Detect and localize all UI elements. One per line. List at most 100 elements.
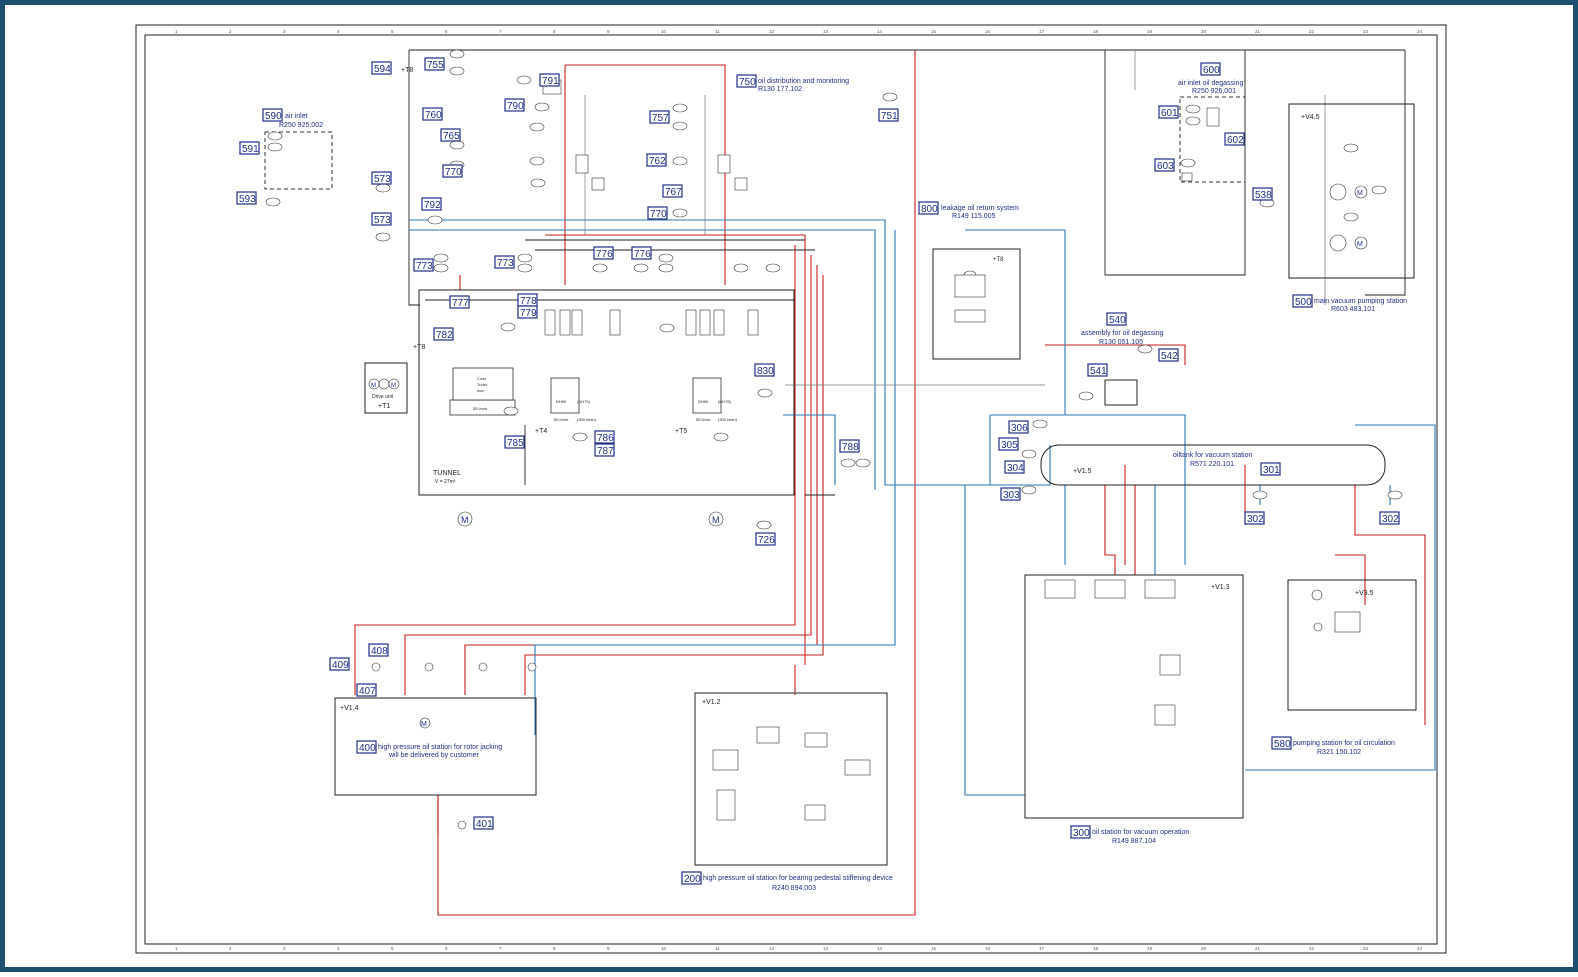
tag-frame (356, 683, 377, 697)
zone-v45: +V4.5 (1301, 114, 1320, 121)
tag-number: 540 (1109, 315, 1126, 326)
tag-776a: 776 (593, 246, 614, 260)
tag-792: 792 (421, 197, 442, 211)
tag-303: 303 (1000, 487, 1021, 501)
tag-frame (594, 443, 615, 457)
motor-m-v14: M (421, 721, 427, 728)
leakage-box (932, 248, 1021, 360)
tag-number: 760 (425, 110, 442, 121)
tag-200: 200 (681, 871, 702, 885)
tag-frame (422, 107, 443, 121)
ref-590: R250 925.002 (279, 122, 323, 129)
tag-590: 590 (262, 108, 283, 122)
tag-408: 408 (368, 643, 389, 657)
dh-t4: DH50 (556, 399, 567, 404)
grid-num: 18 (1093, 946, 1099, 951)
tag-frame (662, 184, 683, 198)
grid-num: 8 (553, 946, 556, 951)
tag-800: 800 (918, 201, 939, 215)
grid-num: 1 (175, 29, 178, 34)
tag-frame (1260, 462, 1281, 476)
turbo-flow: 55 l/min. (473, 406, 488, 411)
motor-m-v45b: M (1357, 241, 1363, 248)
tag-number: 541 (1090, 366, 1107, 377)
tag-538: 538 (1252, 187, 1273, 201)
tag-770b: 770 (647, 206, 668, 220)
zone-v35: +V3.5 (1355, 590, 1374, 597)
oiltank (1040, 444, 1386, 486)
misc-texts: Drive unit TUNNEL V = 27m³ Coax Turbo is… (372, 376, 738, 485)
tag-frame (442, 164, 463, 178)
bearing-t5 (692, 377, 722, 414)
descriptions: oil distribution and monitoring R130 177… (279, 78, 1407, 892)
label-500: main vacuum pumping station (1314, 298, 1407, 305)
label-580: pumping station for oil circulation (1293, 740, 1395, 747)
flow-t4: 50 l/min. (554, 417, 569, 422)
tag-541: 541 (1087, 363, 1108, 377)
tag-number: 407 (359, 686, 376, 697)
tag-frame (433, 327, 454, 341)
turbo-label: Turbo (477, 382, 488, 387)
tag-frame (754, 363, 775, 377)
tags: 594 755 791 790 760 765 770 757 762 767 … (236, 57, 1400, 885)
tag-frame (1154, 158, 1175, 172)
tag-number: 302 (1247, 514, 1264, 525)
grid-num: 17 (1039, 946, 1045, 951)
tag-number: 770 (445, 167, 462, 178)
grid-num: 14 (877, 29, 883, 34)
grid-num: 8 (553, 29, 556, 34)
tag-779: 779 (517, 305, 538, 319)
ref-750: R130 177.102 (758, 86, 802, 93)
grid-num: 7 (499, 946, 502, 951)
tag-frame (647, 206, 668, 220)
tag-number: 778 (520, 296, 537, 307)
tag-number: 830 (757, 366, 774, 377)
tag-frame (594, 430, 615, 444)
dh-t4-alt: (DH75) (577, 399, 591, 404)
grid-num: 2 (229, 946, 232, 951)
tag-751: 751 (878, 108, 899, 122)
tag-frame (593, 246, 614, 260)
tag-593: 593 (236, 191, 257, 205)
tag-601: 601 (1158, 105, 1179, 119)
grid-num: 11 (715, 29, 720, 34)
tag-frame (736, 74, 757, 88)
zone-t8-upper: +T8 (401, 67, 413, 74)
grid-num: 13 (823, 29, 829, 34)
tag-frame (1292, 294, 1313, 308)
tag-frame (239, 141, 260, 155)
tag-762: 762 (646, 153, 667, 167)
tag-frame (878, 108, 899, 122)
tag-726: 726 (755, 532, 776, 546)
tag-782: 782 (433, 327, 454, 341)
turbo-body (452, 367, 514, 401)
tag-frame (368, 643, 389, 657)
ref-301: R571 220.101 (1190, 461, 1234, 468)
tag-770a: 770 (442, 164, 463, 178)
tag-number: 302 (1382, 514, 1399, 525)
label-400: high pressure oil station for rotor jack… (378, 744, 502, 751)
zone-v14: +V1.4 (340, 705, 359, 712)
tag-302a: 302 (1244, 511, 1265, 525)
tunnel-box (418, 289, 795, 496)
tag-frame (449, 295, 470, 309)
grid-num: 5 (391, 29, 394, 34)
tag-frame (839, 439, 860, 453)
label-600: air inlet oil degassing (1178, 80, 1243, 87)
tag-number: 800 (921, 204, 938, 215)
tag-500: 500 (1292, 294, 1313, 308)
instrument-symbols (265, 49, 1403, 830)
tag-number: 573 (374, 174, 391, 185)
tag-407: 407 (356, 683, 377, 697)
tag-602: 602 (1224, 132, 1245, 146)
tag-frame (918, 201, 939, 215)
tag-number: 773 (416, 261, 433, 272)
tag-776b: 776 (631, 246, 652, 260)
zone-v13: +V1.3 (1211, 584, 1230, 591)
grid-num: 23 (1363, 946, 1369, 951)
v35-box (1287, 579, 1417, 711)
tag-788: 788 (839, 439, 860, 453)
tag-frame (440, 128, 461, 142)
grid-num: 23 (1363, 29, 1369, 34)
